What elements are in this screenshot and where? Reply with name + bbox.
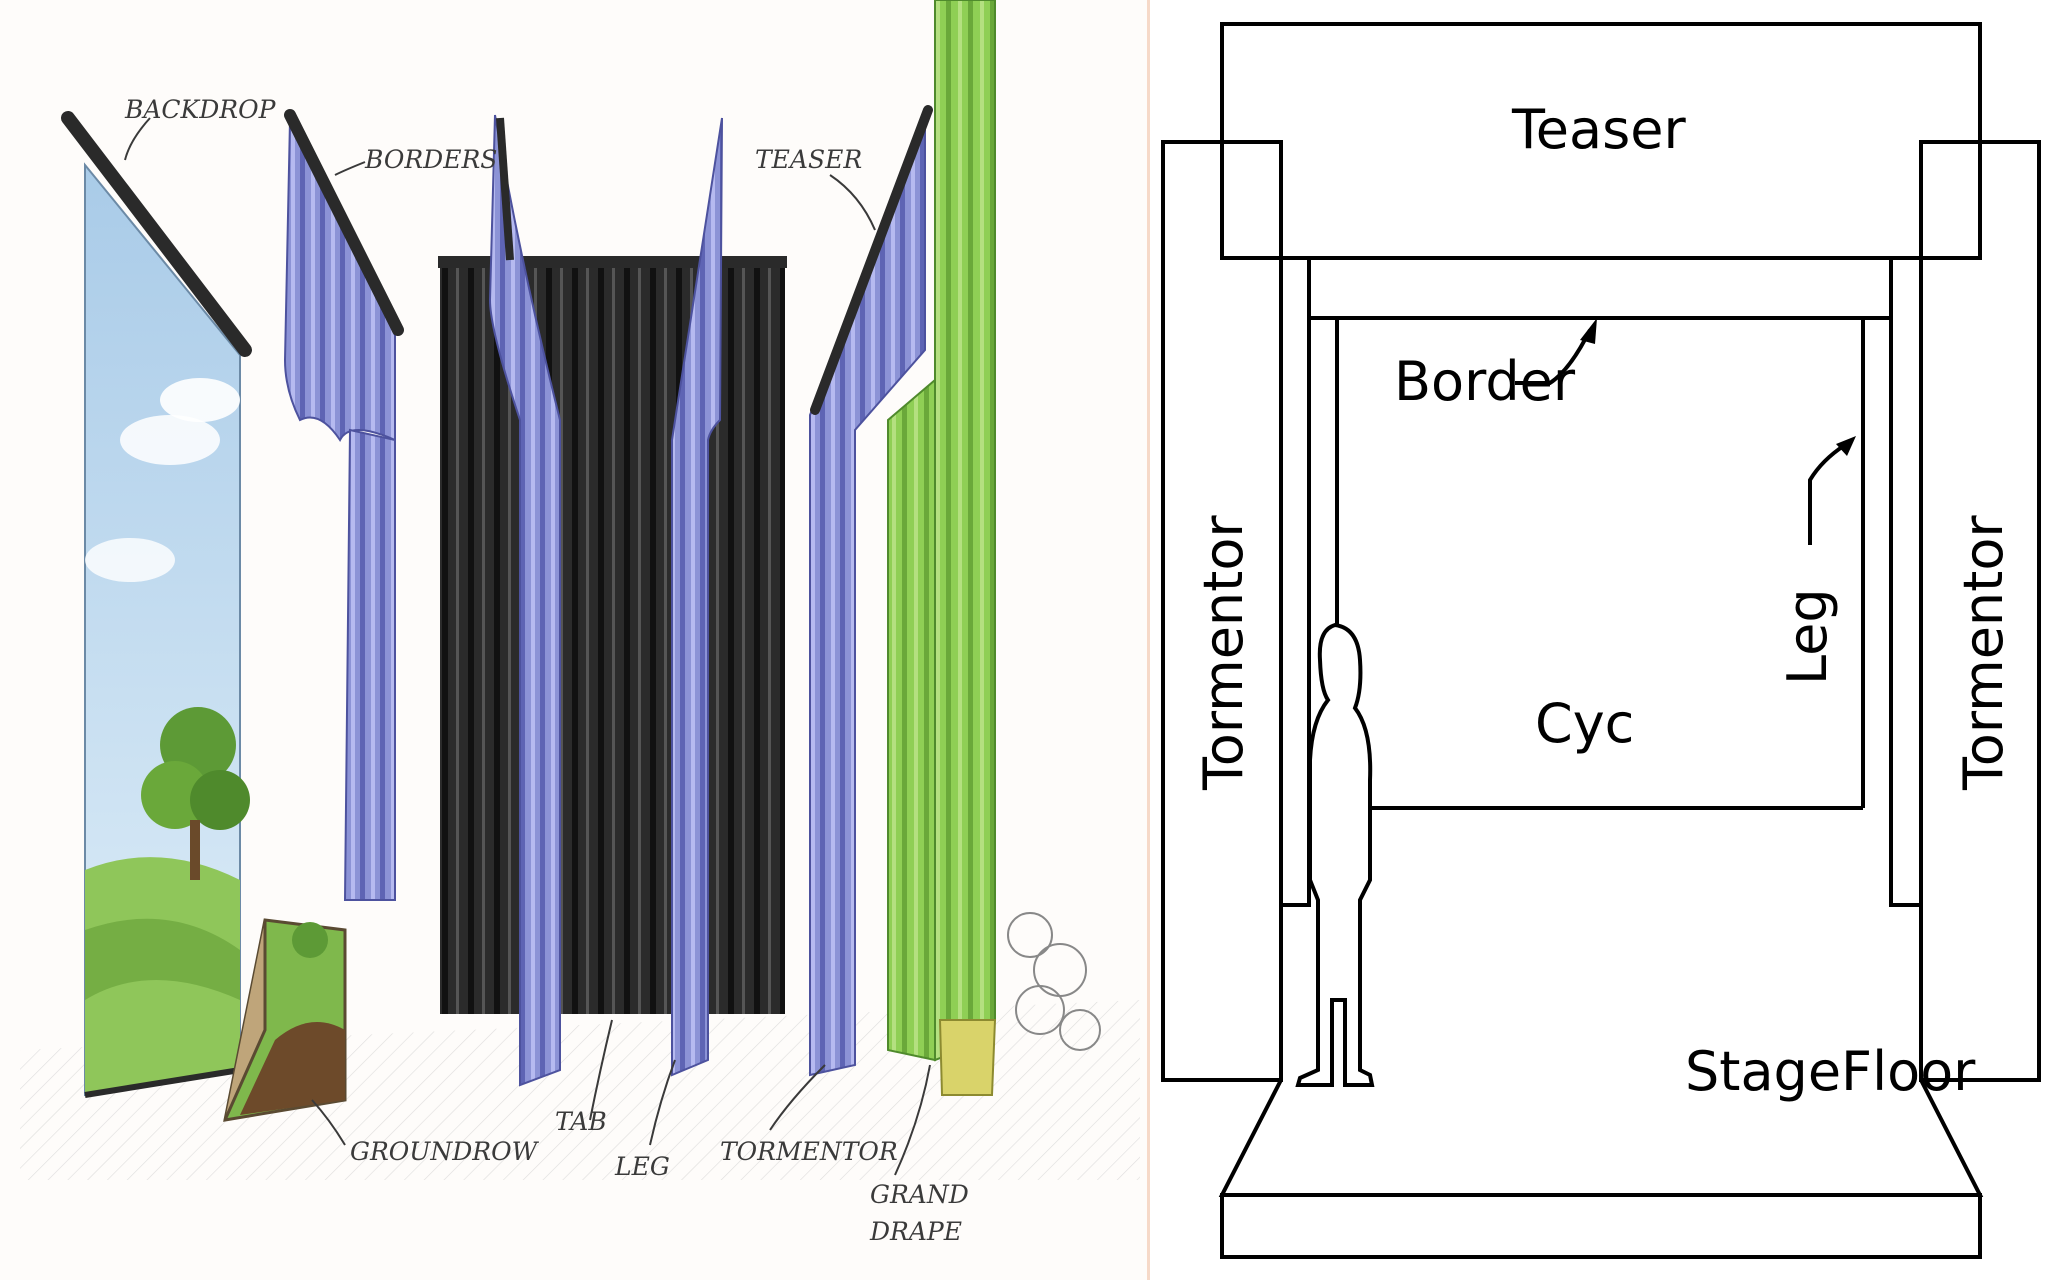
label-leg: Leg — [1776, 588, 1839, 685]
label-groundrow: GROUNDROW — [350, 1137, 540, 1166]
label-teaser: Teaser — [1511, 98, 1686, 161]
stage-schematic: Teaser Border Cyc StageFloor Tormentor T… — [1161, 22, 2041, 1259]
label-grand: GRAND — [870, 1180, 969, 1209]
label-tormentor-left: Tormentor — [1192, 515, 1255, 791]
scenery-illustration-panel: BACKDROP BORDERS TEASER GROUNDROW TAB LE… — [20, 0, 1140, 1246]
label-border: Border — [1394, 350, 1576, 413]
border-arrowhead — [1580, 318, 1597, 344]
label-teaser-left: TEASER — [755, 145, 862, 174]
label-tormentor-right: Tormentor — [1952, 515, 2015, 791]
leg-drawing-left — [488, 114, 561, 1087]
leg-right-shape — [1889, 256, 1921, 907]
leg-leader — [1808, 443, 1847, 545]
border-shape — [1307, 256, 1893, 320]
stage-schematic-panel: Teaser Border Cyc StageFloor Tormentor T… — [1150, 0, 2048, 1280]
panel-divider — [1147, 0, 1150, 1280]
groundrow-drawing — [223, 918, 347, 1122]
leg-arrowhead — [1836, 436, 1856, 456]
label-borders: BORDERS — [364, 145, 497, 174]
leader-lines — [124, 117, 931, 1176]
borders-drawing — [283, 109, 404, 901]
shrub-sketch — [1007, 912, 1101, 1051]
leg-drawing — [671, 117, 723, 1077]
backdrop-drawing — [61, 111, 252, 1098]
label-leg-left: LEG — [614, 1152, 670, 1181]
person-silhouette — [1295, 622, 1375, 1087]
label-tab: TAB — [555, 1107, 607, 1136]
grand-drape-drawing — [887, 0, 997, 1096]
label-stage-floor: StageFloor — [1685, 1040, 1976, 1103]
stage-apron-shape — [1220, 1193, 1982, 1259]
scenery-illustration: BACKDROP BORDERS TEASER GROUNDROW TAB LE… — [20, 0, 1140, 1246]
teaser-drawing — [809, 105, 933, 1077]
label-backdrop: BACKDROP — [124, 95, 277, 124]
tab-drawing — [438, 256, 787, 1014]
label-drape: DRAPE — [869, 1217, 962, 1246]
label-cyc: Cyc — [1535, 692, 1634, 755]
label-tormentor-left: TORMENTOR — [720, 1137, 898, 1166]
leg-left-shape — [1281, 256, 1311, 907]
